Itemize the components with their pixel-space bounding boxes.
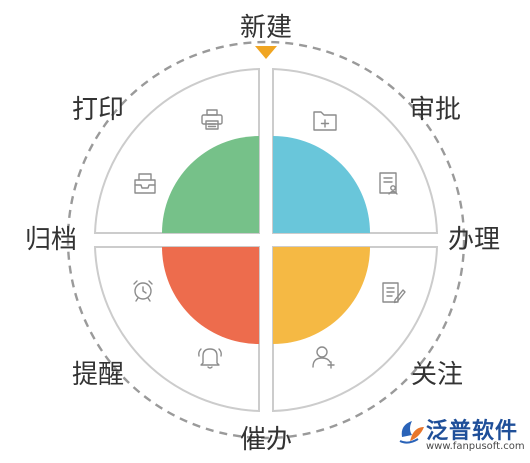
step-label-new: 新建	[239, 13, 293, 43]
folder-add-icon	[313, 111, 337, 131]
inbox-tray-icon	[134, 173, 156, 194]
brand-logo: 泛普软件 www.fanpusoft.com	[398, 411, 526, 459]
color-quadrants	[162, 136, 370, 344]
step-label-remind: 提醒	[71, 360, 125, 390]
quadrant-bottom-right	[273, 247, 370, 344]
document-edit-icon	[382, 282, 406, 304]
bell-icon	[198, 348, 222, 369]
document-user-icon	[379, 172, 398, 195]
step-label-print: 打印	[71, 95, 125, 125]
start-pointer-triangle	[255, 46, 277, 59]
step-label-urge: 催办	[239, 425, 293, 455]
user-add-icon	[312, 346, 335, 369]
brand-name: 泛普软件	[426, 419, 519, 444]
alarm-clock-icon	[133, 280, 153, 302]
quadrant-top-right	[273, 136, 370, 233]
step-label-approve: 审批	[408, 95, 462, 125]
step-label-handle: 办理	[447, 225, 501, 255]
outer-dashed-ring	[66, 40, 466, 440]
quadrant-top-left	[162, 136, 259, 233]
brand-logo-mark	[399, 421, 424, 444]
printer-icon	[201, 109, 223, 130]
step-label-follow: 关注	[410, 360, 464, 390]
step-label-archive: 归档	[24, 225, 78, 255]
brand-url: www.fanpusoft.com	[426, 441, 525, 452]
quadrant-panels	[93, 67, 439, 413]
quadrant-bottom-left	[162, 247, 259, 344]
